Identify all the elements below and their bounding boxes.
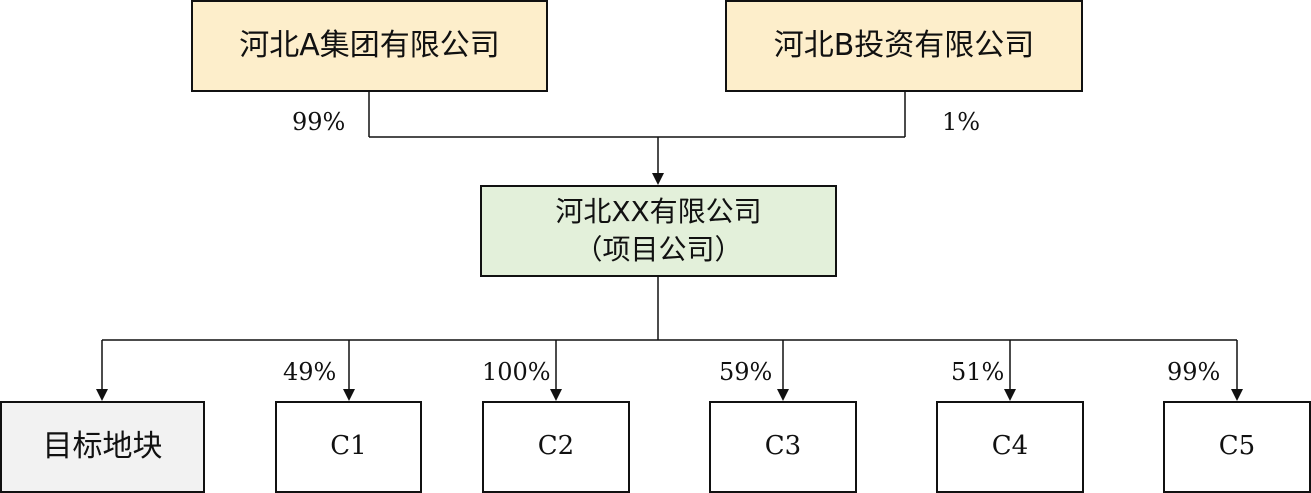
shareholder-b-name: 河北B投资有限公司 [773,27,1035,63]
arrow-c4-icon [1004,389,1016,401]
target-land-box: 目标地块 [0,401,205,493]
subsidiary-c1-box: C1 [275,401,422,493]
project-company-box: 河北XX有限公司 （项目公司） [480,185,837,277]
arrow-c1-icon [343,389,355,401]
subsidiary-c3-name: C3 [764,431,802,462]
subsidiary-c1-share: 49% [283,358,337,386]
subsidiary-c5-name: C5 [1218,431,1256,462]
subsidiary-c2-name: C2 [537,431,575,462]
subsidiary-c5-box: C5 [1163,401,1311,493]
subsidiary-c3-share: 59% [719,358,773,386]
subsidiary-c1-name: C1 [330,431,367,462]
arrow-to-project-icon [652,173,664,185]
shareholder-b-share: 1% [942,108,981,136]
subsidiary-c2-box: C2 [482,401,630,493]
subsidiary-c5-share: 99% [1167,358,1221,386]
target-land-name: 目标地块 [42,428,163,464]
shareholder-a-share: 99% [292,108,346,136]
subsidiary-c2-share: 100% [482,358,551,386]
subsidiary-c3-box: C3 [709,401,857,493]
shareholder-a-box: 河北A集团有限公司 [191,0,548,92]
arrow-c3-icon [777,389,789,401]
project-company-name: 河北XX有限公司 [555,195,762,229]
shareholder-b-box: 河北B投资有限公司 [725,0,1083,92]
subsidiary-c4-share: 51% [951,358,1005,386]
arrow-target-icon [96,389,108,401]
shareholder-a-name: 河北A集团有限公司 [239,27,500,63]
arrow-c5-icon [1231,389,1243,401]
project-company-label: （项目公司） [574,233,743,266]
arrow-c2-icon [550,389,562,401]
subsidiary-c4-name: C4 [991,431,1029,462]
subsidiary-c4-box: C4 [936,401,1084,493]
